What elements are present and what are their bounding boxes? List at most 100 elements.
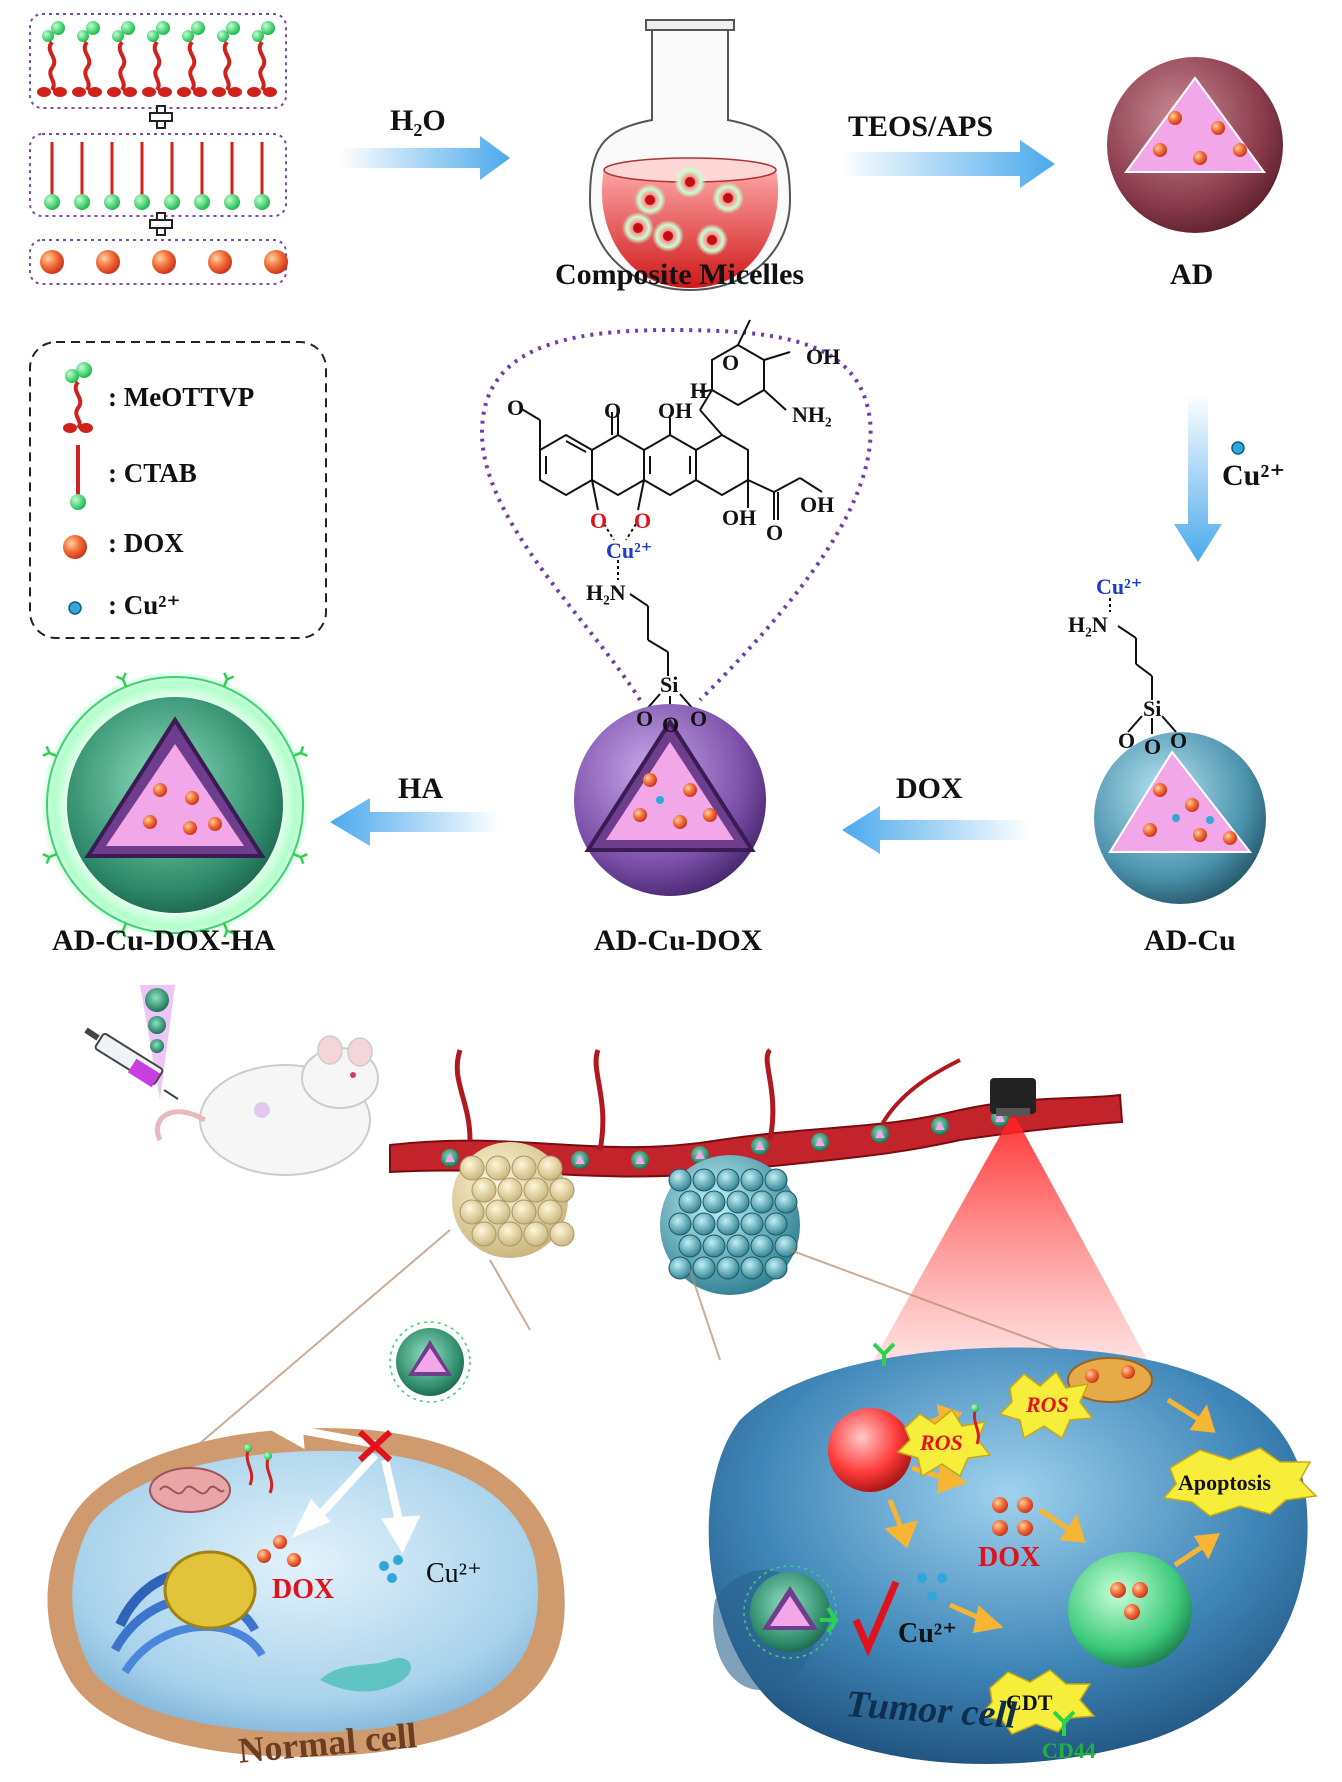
chem-o-si-left-3: O	[690, 706, 708, 731]
ctab-molecule	[104, 142, 120, 210]
chem-o-chelate-2: O	[634, 508, 652, 533]
ha-receptor-mark	[292, 852, 308, 865]
ha-receptor-marks	[42, 672, 308, 938]
legend-meottvp-icon	[63, 362, 93, 433]
tumor-mass-cell	[692, 1256, 716, 1280]
ha-receptor-mark	[42, 852, 58, 865]
ros-label-2: ROS	[1026, 1392, 1069, 1417]
tumor-tissue-cells	[668, 1168, 798, 1280]
check-icon	[852, 1580, 900, 1657]
fat-cell	[511, 1155, 537, 1181]
meottvp-molecule	[72, 21, 102, 97]
ctab-molecules	[44, 142, 270, 210]
tumor-mass-cell	[750, 1190, 774, 1214]
tumor-mass-cell	[716, 1168, 740, 1192]
ad-label: AD	[1170, 258, 1214, 291]
normal-free-drug	[244, 1444, 403, 1583]
meottvp-molecule	[247, 21, 277, 97]
ros-burst-2	[998, 1370, 1094, 1440]
tumor-mass-cell	[750, 1234, 774, 1258]
cu-step-label: Cu²⁺	[1222, 459, 1286, 492]
normal-tissue-cells	[459, 1155, 575, 1247]
h2o-arrow	[340, 136, 510, 180]
dox-chemical-structure	[519, 319, 823, 712]
teos-arrow	[840, 140, 1055, 188]
dox-molecule	[96, 250, 120, 274]
chem-o-ring: O	[722, 350, 740, 375]
tumor-mass-cell	[764, 1256, 788, 1280]
chem-o-si-right-2: O	[1144, 734, 1162, 759]
er-icon	[320, 1658, 411, 1692]
amine-linker-right	[1109, 598, 1177, 734]
chem-si-right: Si	[1143, 696, 1162, 721]
cd44-label: CD44	[1042, 1738, 1096, 1763]
meottvp-molecule	[142, 21, 172, 97]
tumor-dox-label: DOX	[978, 1542, 1041, 1573]
apoptosis-burst	[1162, 1447, 1318, 1517]
ad-cu-dox-particle	[574, 704, 766, 896]
fat-cell	[497, 1221, 523, 1247]
legend-meottvp-label: : MeOTTVP	[108, 382, 255, 412]
normal-vesicle	[389, 1321, 471, 1403]
tumor-free-drug	[917, 1404, 1033, 1601]
vessel-particle	[871, 1125, 889, 1143]
tumor-mass-cell	[702, 1190, 726, 1214]
normal-cu-label: Cu²⁺	[426, 1558, 482, 1589]
chem-si-left: Si	[660, 672, 679, 697]
ad-cu-particle	[1094, 732, 1266, 904]
flask-icon	[588, 19, 792, 292]
legend-cu-icon	[68, 601, 82, 615]
ctab-molecule	[164, 142, 180, 210]
tumor-mass-cell	[678, 1190, 702, 1214]
composite-micelles-label: Composite Micelles	[555, 258, 805, 291]
ha-receptor-mark	[292, 745, 308, 758]
fat-cell	[471, 1221, 497, 1247]
chem-o-methoxy: O	[507, 395, 525, 420]
chem-h2n-left: H₂N	[586, 580, 626, 605]
tumor-mass-cell	[678, 1234, 702, 1258]
tumor-mass-cell	[740, 1212, 764, 1236]
dox-arrow	[842, 806, 1030, 854]
ctab-molecule	[134, 142, 150, 210]
meottvp-molecule	[37, 21, 67, 97]
fat-cell	[485, 1155, 511, 1181]
meottvp-molecule	[107, 21, 137, 97]
ctab-molecule	[44, 142, 60, 210]
meottvp-molecules	[37, 21, 277, 97]
plus-icon	[149, 105, 173, 129]
ctab-molecule	[254, 142, 270, 210]
tumor-mass-cell	[716, 1212, 740, 1236]
dox-step-label: DOX	[896, 772, 963, 805]
fat-cell	[485, 1199, 511, 1225]
fat-cell	[511, 1199, 537, 1225]
micelle	[622, 212, 654, 244]
normal-dox-label: DOX	[272, 1574, 335, 1605]
chem-cu-complex: Cu²⁺	[606, 538, 653, 563]
ha-step-label: HA	[398, 772, 443, 805]
dox-molecule	[152, 250, 176, 274]
ha-receptor-mark	[222, 672, 235, 688]
syringe-icon	[84, 1027, 179, 1100]
tumor-mass-cell	[668, 1168, 692, 1192]
chem-o-si-left-2: O	[662, 712, 680, 737]
fat-cell	[549, 1221, 575, 1247]
tumor-mass-cell	[764, 1212, 788, 1236]
ad-cu-label: AD-Cu	[1144, 924, 1236, 957]
fat-cell	[459, 1199, 485, 1225]
ctab-molecule	[224, 142, 240, 210]
chem-o-ketone: O	[766, 520, 784, 545]
laser-icon	[840, 1078, 1180, 1420]
tumor-mass-cell	[764, 1168, 788, 1192]
ha-receptor-mark	[222, 922, 235, 938]
chem-o-si-left-1: O	[636, 706, 654, 731]
ad-cu-dox-ha-particle	[40, 670, 310, 940]
dox-molecule	[40, 250, 64, 274]
tumor-mass-cell	[668, 1256, 692, 1280]
chem-h2n-right: H₂N	[1068, 612, 1108, 637]
meottvp-molecule	[177, 21, 207, 97]
fat-cell	[549, 1177, 575, 1203]
chem-oh-terminal: OH	[800, 492, 835, 517]
ha-arrow	[330, 798, 500, 846]
chem-o-si-right-1: O	[1118, 728, 1136, 753]
